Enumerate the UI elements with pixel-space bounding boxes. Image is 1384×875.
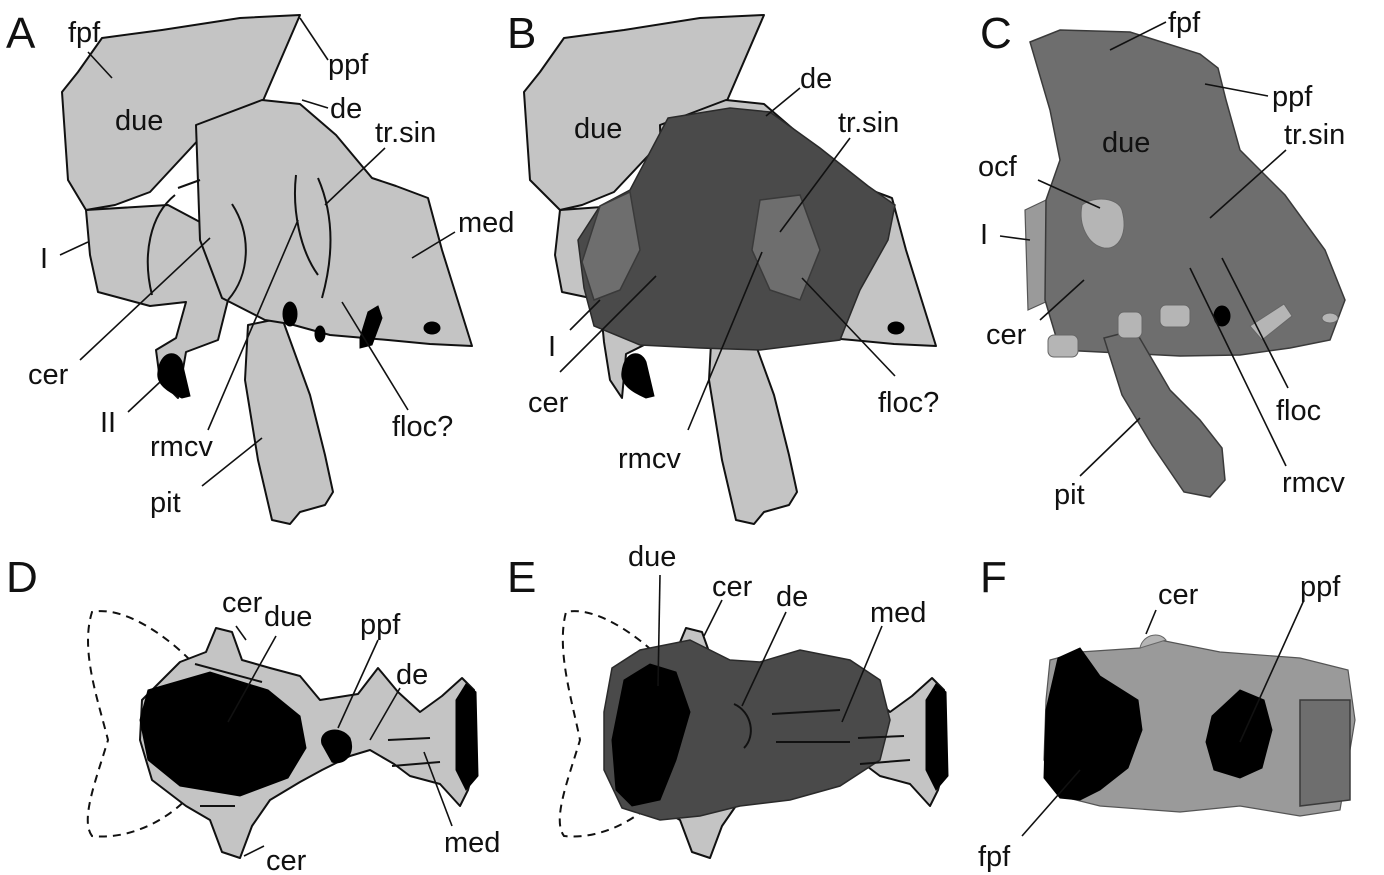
label-c-due: due (1102, 127, 1150, 159)
panel-b: B due de tr.sin I cer rmcv floc? (507, 9, 939, 524)
label-a-de: de (330, 93, 362, 125)
label-a-due: due (115, 105, 163, 137)
panel-letter-c: C (980, 9, 1012, 58)
leader-b-de (766, 88, 800, 116)
label-d-ppf: ppf (360, 609, 401, 641)
label-d-med: med (444, 827, 500, 859)
label-c-trsin: tr.sin (1284, 119, 1345, 151)
label-d-cer-top: cer (222, 587, 263, 619)
stub-c2 (1118, 312, 1142, 338)
label-f-fpf: fpf (978, 841, 1011, 873)
leader-f-cer (1146, 610, 1156, 634)
panel-letter-d: D (6, 553, 38, 602)
cer-rim-line (178, 180, 200, 188)
label-d-cer-bottom: cer (266, 845, 307, 875)
foramen-a1 (283, 302, 297, 326)
stub-c1 (1048, 335, 1078, 357)
label-a-fpf: fpf (68, 17, 101, 49)
leader-a-ppf (300, 18, 328, 60)
leader-d-cer-top (236, 626, 246, 640)
panel-letter-a: A (6, 9, 36, 58)
label-a-pit: pit (150, 487, 181, 519)
label-c-ocf: ocf (978, 151, 1018, 183)
label-c-floc: floc (1276, 395, 1321, 427)
stub-c3 (1160, 305, 1190, 327)
panel-letter-f: F (980, 553, 1007, 602)
leader-d-cer-bottom (244, 846, 264, 856)
panel-e: E due cer de med (507, 541, 948, 858)
label-d-due: due (264, 601, 312, 633)
label-c-cer: cer (986, 319, 1027, 351)
medulla-opening-e (926, 684, 948, 790)
foramen-a4 (424, 322, 440, 334)
panel-a: A fpf ppf due de (6, 9, 514, 524)
optic-foramen-b (622, 354, 654, 398)
label-b-floc: floc? (878, 387, 939, 419)
panel-letter-e: E (507, 553, 536, 602)
leader-e-cer (704, 600, 722, 636)
label-b-due: due (574, 113, 622, 145)
panel-d: D cer due ppf de med cer (6, 553, 500, 875)
stub-c5 (1322, 313, 1338, 323)
label-c-rmcv: rmcv (1282, 467, 1345, 499)
label-a-rmcv: rmcv (150, 431, 213, 463)
leader-c-pit (1080, 418, 1140, 476)
label-a-cer: cer (28, 359, 69, 391)
label-c-I: I (980, 219, 988, 251)
label-a-I: I (40, 243, 48, 275)
pituitary-process-outline (245, 318, 333, 524)
label-e-cer: cer (712, 571, 753, 603)
label-a-floc: floc? (392, 411, 453, 443)
label-c-fpf: fpf (1168, 7, 1201, 39)
label-e-med: med (870, 597, 926, 629)
label-e-de: de (776, 581, 808, 613)
label-c-ppf: ppf (1272, 81, 1313, 113)
label-b-rmcv: rmcv (618, 443, 681, 475)
panel-c: C fpf ppf due tr.sin ocf I cer floc pit (978, 7, 1345, 511)
medulla-opening-d (456, 684, 478, 790)
specimen-photo-f-side (1300, 700, 1350, 806)
label-b-I: I (548, 331, 556, 363)
label-d-de: de (396, 659, 428, 691)
label-a-II: II (100, 407, 116, 439)
foramen-b4 (888, 322, 904, 334)
label-f-ppf: ppf (1300, 571, 1341, 603)
foramen-a2 (315, 326, 325, 342)
panel-letter-b: B (507, 9, 536, 58)
label-e-due: due (628, 541, 676, 573)
label-a-ppf: ppf (328, 49, 369, 81)
leader-a-II (128, 382, 160, 412)
leader-a-de (302, 100, 328, 108)
label-b-cer: cer (528, 387, 569, 419)
label-a-med: med (458, 207, 514, 239)
label-f-cer: cer (1158, 579, 1199, 611)
label-c-pit: pit (1054, 479, 1085, 511)
leader-a-I (60, 242, 88, 255)
label-b-trsin: tr.sin (838, 107, 899, 139)
label-a-trsin: tr.sin (375, 117, 436, 149)
label-b-de: de (800, 63, 832, 95)
panel-f: F cer ppf fpf (978, 553, 1355, 873)
